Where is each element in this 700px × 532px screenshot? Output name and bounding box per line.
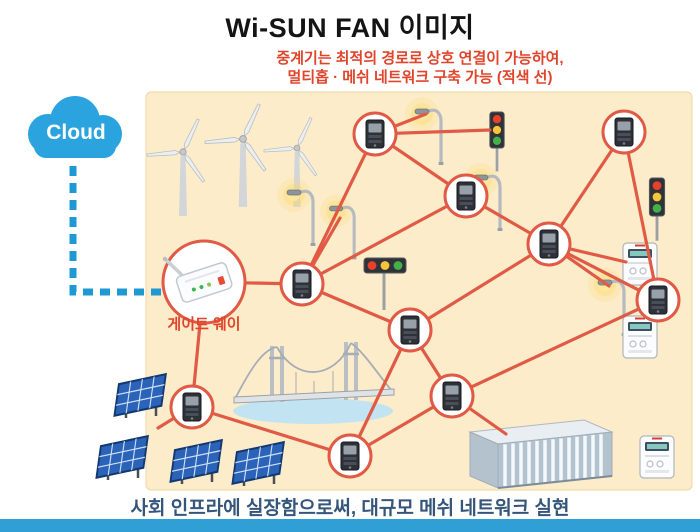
figure-title: Wi-SUN FAN 이미지 — [225, 13, 475, 43]
repeater-node-3 — [526, 221, 572, 267]
repeater-node-7 — [169, 384, 215, 430]
solar-panel — [95, 434, 150, 482]
building-illustration — [468, 419, 614, 489]
repeater-node-1 — [601, 109, 647, 155]
cloud-gateway-link — [69, 166, 161, 296]
infrastructure-scenery — [95, 95, 675, 489]
repeater-node-2 — [443, 173, 489, 219]
bridge-illustration — [233, 342, 395, 424]
cloud-icon — [28, 96, 122, 158]
mesh-link — [190, 405, 352, 458]
figure-subtitle: 중계기는 최적의 경로로 상호 연결이 가능하여, 멀티홉 · 메쉬 네트워크 … — [148, 49, 692, 87]
footer-bar — [0, 519, 700, 532]
mesh-link — [450, 298, 660, 398]
repeater-node-0 — [352, 111, 398, 157]
gateway-label: 게이트 웨이 — [167, 316, 241, 333]
mesh-link — [622, 130, 660, 302]
repeater-node-5 — [387, 307, 433, 353]
mesh-link — [348, 328, 412, 458]
subtitle-line-2: 멀티홉 · 메쉬 네트워크 구축 가능 (적색 선) — [287, 69, 553, 86]
gateway-device — [161, 239, 247, 325]
smart-meter — [622, 315, 658, 359]
repeater-node-8 — [429, 373, 475, 419]
cloud-label: Cloud — [46, 121, 106, 144]
repeater-node-4 — [279, 261, 325, 307]
repeater-node-9 — [327, 433, 373, 479]
mesh-link — [300, 132, 377, 286]
mesh-link — [300, 194, 468, 286]
mesh-link — [408, 242, 551, 332]
smart-meter — [639, 435, 675, 479]
footer-caption: 사회 인프라에 실장함으로써, 대규모 메쉬 네트워크 실현 — [130, 498, 570, 519]
subtitle-line-1: 중계기는 최적의 경로로 상호 연결이 가능하여, — [276, 50, 564, 67]
repeater-node-6 — [635, 277, 681, 323]
